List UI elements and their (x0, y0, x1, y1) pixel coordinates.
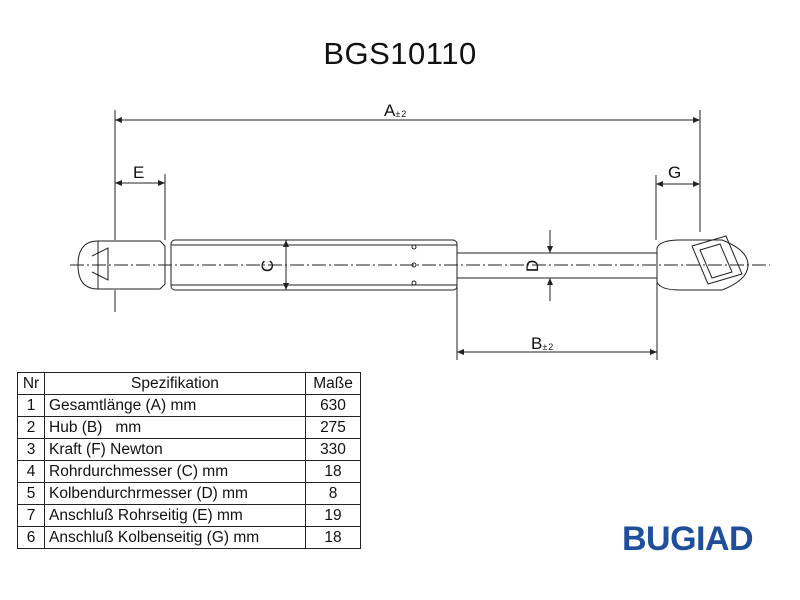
row-value: 330 (305, 438, 361, 461)
row-spec: Gesamtlänge (A) mm (44, 394, 306, 417)
row-spec: Hub (B) mm (44, 416, 306, 439)
specification-table: Nr Spezifikation Maße 1 Gesamtlänge (A) … (17, 372, 361, 549)
dimension-a-label: A±2 (384, 101, 408, 120)
header-nr: Nr (17, 372, 45, 395)
row-spec: Anschluß Kolbenseitig (G) mm (44, 526, 306, 549)
table-header-row: Nr Spezifikation Maße (17, 372, 361, 395)
dimension-g-label: G (668, 163, 682, 182)
row-nr: 2 (17, 416, 45, 439)
table-row: 7 Anschluß Rohrseitig (E) mm 19 (17, 504, 361, 527)
row-value: 19 (305, 504, 361, 527)
part-number-title: BGS10110 (323, 36, 477, 71)
row-spec: Kolbendurchrmesser (D) mm (44, 482, 306, 505)
row-value: 18 (305, 526, 361, 549)
left-connector (77, 240, 166, 290)
header-value: Maße (305, 372, 361, 395)
row-nr: 7 (17, 504, 45, 527)
table-row: 5 Kolbendurchrmesser (D) mm 8 (17, 482, 361, 505)
table-row: 2 Hub (B) mm 275 (17, 416, 361, 439)
dimension-b-label: B±2 (531, 334, 555, 353)
dimension-e-label: E (133, 163, 145, 182)
row-spec: Kraft (F) Newton (44, 438, 306, 461)
row-spec: Rohrdurchmesser (C) mm (44, 460, 306, 483)
row-nr: 4 (17, 460, 45, 483)
row-value: 8 (305, 482, 361, 505)
table-row: 6 Anschluß Kolbenseitig (G) mm 18 (17, 526, 361, 549)
dimension-a-tolerance: ±2 (395, 109, 408, 119)
table-row: 3 Kraft (F) Newton 330 (17, 438, 361, 461)
table-row: 1 Gesamtlänge (A) mm 630 (17, 394, 361, 417)
row-value: 18 (305, 460, 361, 483)
table-row: 4 Rohrdurchmesser (C) mm 18 (17, 460, 361, 483)
dimension-d-label: D (523, 259, 543, 273)
row-nr: 6 (17, 526, 45, 549)
brand-logo: BUGIAD (622, 520, 754, 558)
header-spec: Spezifikation (44, 372, 306, 395)
row-value: 630 (305, 394, 361, 417)
right-connector (656, 239, 749, 291)
dimension-b-tolerance: ±2 (542, 342, 555, 352)
dimension-c-label: C (258, 259, 278, 273)
row-spec: Anschluß Rohrseitig (E) mm (44, 504, 306, 527)
row-value: 275 (305, 416, 361, 439)
row-nr: 5 (17, 482, 45, 505)
row-nr: 1 (17, 394, 45, 417)
row-nr: 3 (17, 438, 45, 461)
